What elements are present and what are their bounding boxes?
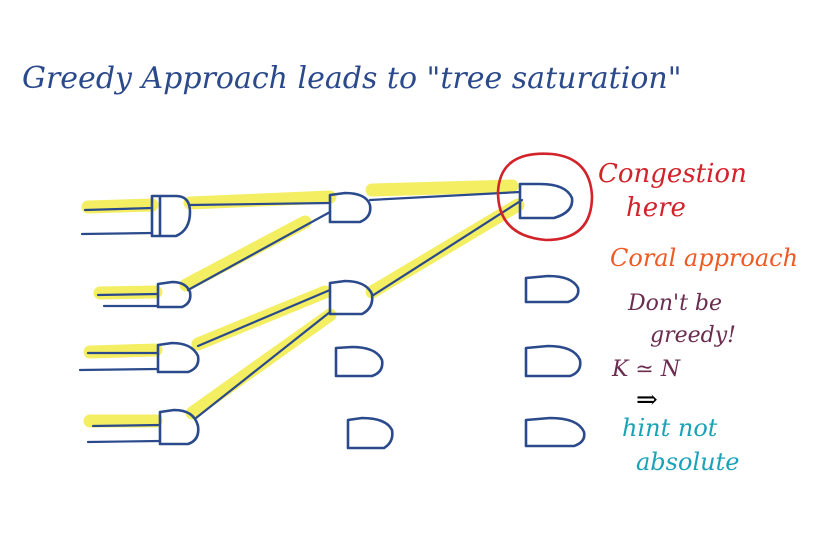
hint-note-line1: hint not: [622, 414, 718, 442]
node-l1-1: [150, 194, 192, 238]
dont-be-greedy-line2: greedy!: [650, 323, 736, 348]
node-l2-2: [328, 279, 374, 316]
node-l2-3: [334, 345, 384, 378]
node-l3-2: [524, 274, 580, 304]
dont-be-greedy-line1: Don't be: [627, 291, 722, 316]
congestion-note-line2: here: [626, 193, 686, 223]
node-l3-1: [518, 182, 574, 220]
k-approx-n-note: K ≃ N: [611, 357, 681, 382]
switch-nodes: [150, 182, 586, 450]
node-l1-4: [158, 408, 200, 446]
node-l2-4: [346, 416, 394, 450]
node-l1-3: [156, 341, 200, 374]
diagram-title: Greedy Approach leads to "tree saturatio…: [22, 61, 682, 96]
congestion-circle: [496, 152, 594, 242]
input-wires: [78, 206, 162, 444]
connections: [186, 190, 524, 420]
congestion-note-line1: Congestion: [598, 159, 747, 189]
implies-arrow: ⇒: [636, 385, 658, 415]
node-l1-2: [156, 280, 192, 309]
coral-approach-note: Coral approach: [610, 244, 798, 272]
node-l2-1: [328, 191, 372, 224]
hint-note-line2: absolute: [636, 448, 739, 476]
node-l3-3: [524, 344, 582, 378]
node-l3-4: [524, 416, 586, 448]
